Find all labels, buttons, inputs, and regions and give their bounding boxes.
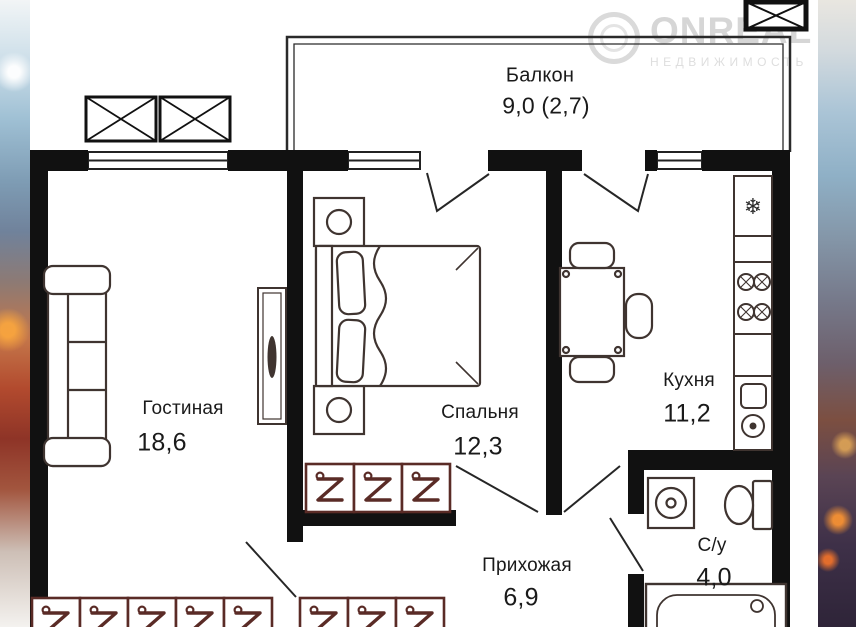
- room-name-kitchen: Кухня: [663, 370, 715, 391]
- room-area-living: 18,6: [137, 428, 187, 457]
- window-x-icon: [743, 0, 809, 32]
- bedroom-wardrobe: [304, 462, 452, 514]
- bathtub-icon: [644, 582, 788, 627]
- fridge-icon: ❄: [744, 195, 762, 220]
- sofa: [42, 264, 112, 468]
- washing-machine-icon: [646, 476, 696, 530]
- room-area-bedroom: 12,3: [453, 432, 503, 461]
- room-name-balcony: Балкон: [505, 64, 575, 87]
- room-area-kitchen: 11,2: [663, 399, 711, 428]
- room-area-bathroom: 4,0: [696, 563, 732, 592]
- room-name-living: Гостиная: [142, 398, 224, 419]
- kitchen-counter: [733, 175, 773, 451]
- walls: [30, 150, 790, 627]
- room-name-hallway: Прихожая: [482, 555, 572, 576]
- kitchen-table: [558, 241, 654, 384]
- room-name-bathroom: С/у: [697, 535, 727, 556]
- balcony-parapet: [285, 35, 792, 152]
- background-photo-left: [0, 0, 30, 627]
- hallway-wardrobes: [30, 596, 446, 627]
- stove-burners-icon: [737, 273, 771, 321]
- watermark-subtitle: НЕДВИЖИМОСТЬ: [650, 54, 808, 69]
- background-photo-right: [818, 0, 856, 627]
- door-swings: [245, 172, 649, 598]
- bed: [312, 196, 482, 436]
- toilet-icon: [723, 479, 774, 531]
- tv-stand: [257, 287, 287, 425]
- room-area-balcony: 9,0 (2,7): [502, 92, 590, 119]
- room-area-hallway: 6,9: [503, 583, 539, 612]
- windows: [87, 151, 703, 170]
- kitchen-sink-icon: [740, 383, 767, 438]
- room-name-bedroom: Спальня: [441, 402, 519, 423]
- radiator-icons: [84, 95, 232, 143]
